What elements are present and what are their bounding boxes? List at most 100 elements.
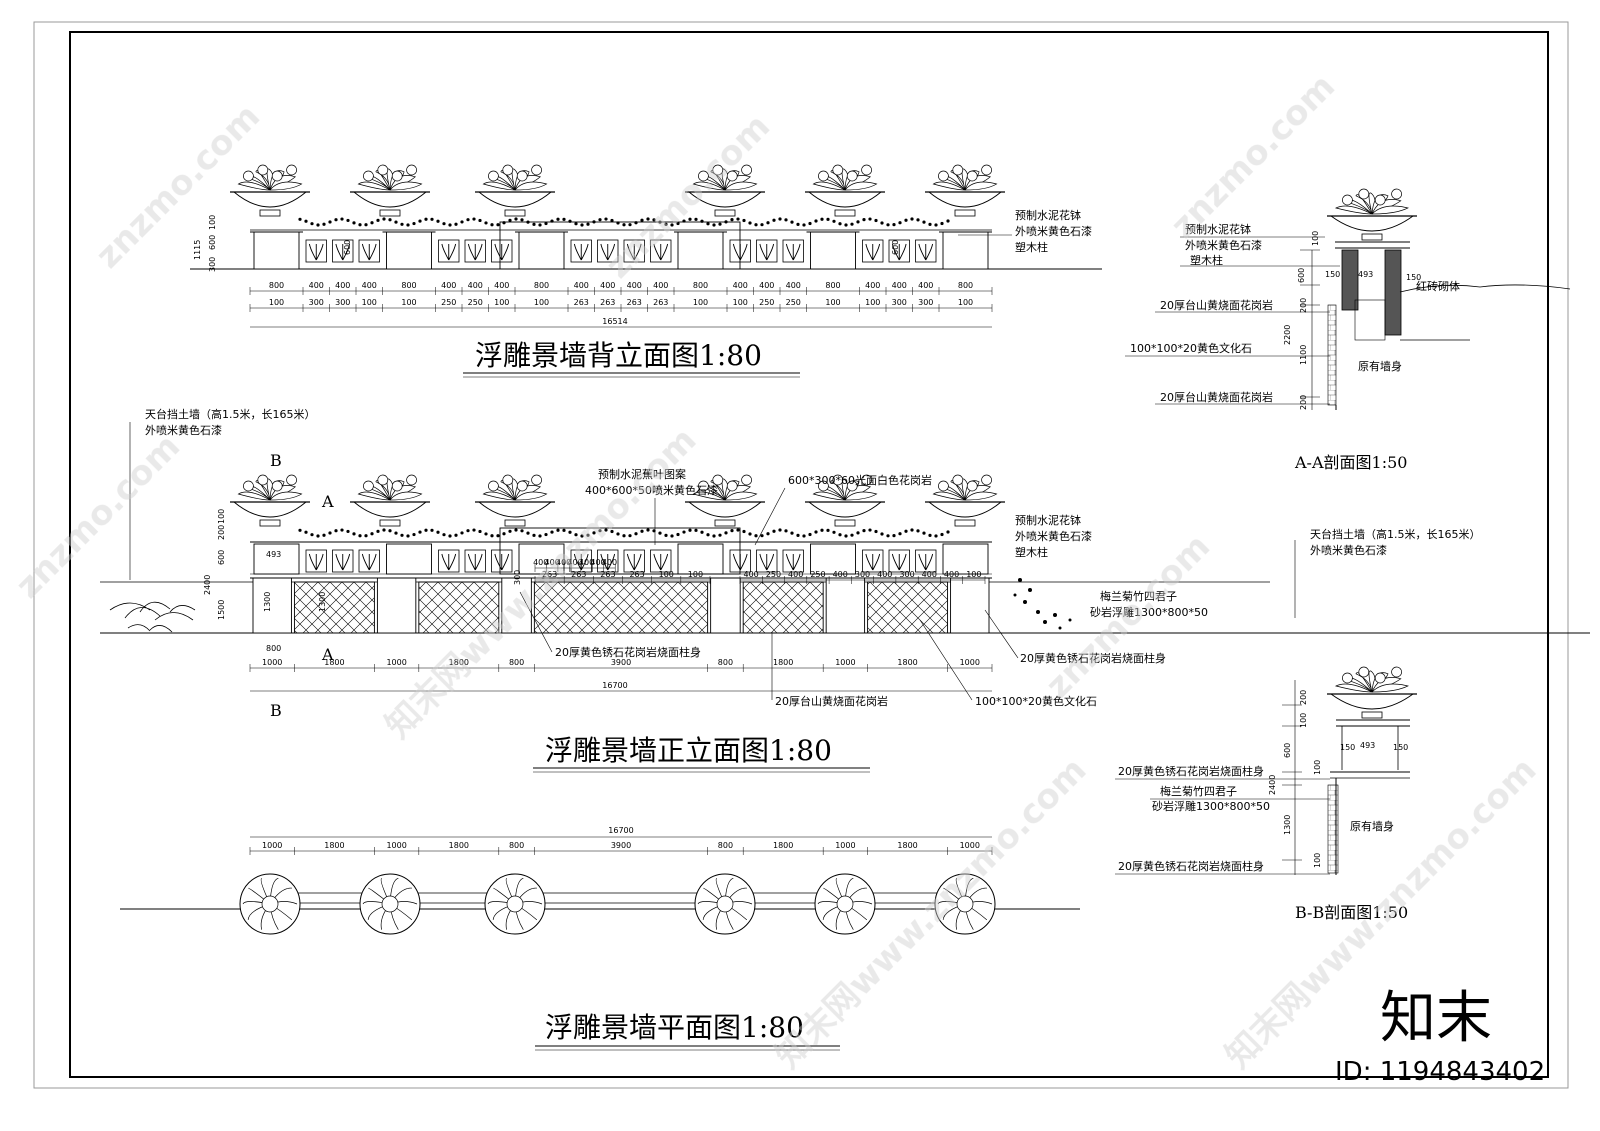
relief-leaf (441, 553, 457, 571)
ivy-leaf (430, 528, 434, 532)
ivy-leaf (484, 532, 488, 536)
ivy-leaf (760, 223, 764, 227)
front-dim-800: 800 (266, 644, 281, 653)
ivy-leaf (388, 218, 392, 222)
relief-leaf (308, 553, 324, 571)
bb-note-3: 砂岩浮雕1300*800*50 (1152, 799, 1270, 813)
ivy-leaf (850, 533, 854, 537)
front-pier (252, 577, 292, 634)
bb-dim-200: 200 (1299, 690, 1308, 705)
ivy-leaf (328, 220, 332, 224)
ivy-leaf (340, 528, 344, 532)
flower-pot (805, 474, 885, 527)
back-dim-bottom-label: 100 (362, 298, 377, 307)
pot-bowl (687, 501, 763, 518)
relief-leaf (467, 553, 483, 571)
front-dim-label: 1000 (960, 658, 980, 667)
ivy-leaf (640, 529, 644, 533)
pot-foot (714, 209, 736, 217)
ivy-leaf (706, 222, 710, 226)
ivy-leaf (928, 533, 932, 537)
front-upper-post (518, 543, 565, 575)
pot-flower (846, 480, 858, 492)
ivy-leaf (316, 223, 320, 227)
flower-pot (475, 164, 555, 217)
back-dim-bottom-label: 250 (468, 298, 483, 307)
pot-flower (488, 170, 499, 182)
back-dim-top-label: 800 (534, 281, 549, 290)
ivy-leaf (730, 529, 734, 533)
ivy-leaf (454, 222, 458, 226)
outer-frame (33, 21, 1569, 1089)
back-dim-top-label: 400 (759, 281, 774, 290)
pot-leaf (692, 181, 726, 191)
ivy-leaf (748, 532, 752, 536)
relief-leaf (891, 553, 907, 571)
relief-leaf (335, 553, 351, 571)
ivy-leaf (712, 534, 716, 538)
front-dim-label: 800 (509, 658, 524, 667)
pot-flower (363, 480, 374, 492)
watermark-site-3: znzmo.com (1163, 66, 1343, 246)
ivy-leaf (502, 221, 506, 225)
ivy-leaf (850, 222, 854, 226)
ivy-leaf (808, 221, 812, 226)
ivy-leaf (610, 529, 614, 534)
flower-pot (1327, 188, 1417, 241)
ivy-leaf (298, 528, 302, 532)
pot-flower (1391, 188, 1402, 200)
back-dim-top-label: 400 (892, 281, 907, 290)
aa-dim-200b: 200 (1299, 395, 1308, 410)
ivy-leaf (862, 529, 866, 533)
back-dim-top-label: 400 (600, 281, 615, 290)
ivy-leaf (820, 528, 824, 532)
ivy-leaf (766, 532, 770, 536)
front-pier (376, 577, 417, 634)
ivy-leaf (370, 221, 374, 225)
ivy-leaf (682, 530, 686, 534)
back-dim-top-label: 400 (574, 281, 589, 290)
aa-note-right-1: 红砖砌体 (1416, 279, 1460, 293)
ivy-leaf (598, 218, 602, 222)
pot-flower (712, 474, 724, 486)
ivy-leaf (526, 531, 530, 535)
back-height-dim-5: 600 (343, 240, 352, 255)
pot-flower (861, 474, 872, 486)
aa-note-5: 100*100*20黄色文化石 (1130, 341, 1252, 355)
back-dim-bottom-label: 300 (309, 298, 324, 307)
pot-bowl (477, 501, 553, 518)
ivy-leaf (424, 217, 428, 221)
bb-dim-2400: 2400 (1268, 775, 1277, 795)
front-dim-small-a-label: 400 (602, 558, 617, 567)
back-dim-top-label: 800 (269, 281, 284, 290)
back-dim-bottom-label: 300 (892, 298, 907, 307)
front-height-2400: 2400 (203, 575, 212, 595)
ivy-leaf (340, 217, 344, 221)
pot-flower (861, 164, 872, 176)
back-dim-top-label: 400 (362, 281, 377, 290)
ivy-leaf (508, 529, 512, 533)
ivy-leaf (550, 530, 554, 534)
ivy-leaf (934, 223, 938, 227)
front-dim-small-a-label: 400 (533, 558, 548, 567)
ivy-leaf (334, 218, 338, 222)
back-dim-top-label: 800 (825, 281, 840, 290)
relief-leaf (494, 553, 510, 571)
front-dim-label: 1000 (386, 658, 406, 667)
front-dim-label: 800 (718, 658, 733, 667)
ivy-leaf (940, 221, 944, 226)
ivy-leaf (634, 532, 638, 536)
ivy-leaf (646, 528, 650, 532)
front-pier (825, 577, 866, 634)
plan-pot-core (956, 895, 974, 913)
ivy-leaf (406, 534, 410, 538)
front-center-note-1: 预制水泥蕉叶图案 (598, 467, 686, 481)
ivy-leaf (748, 221, 752, 225)
front-upper-post (942, 543, 989, 575)
relief-leaf (626, 553, 642, 571)
ivy-leaf (898, 532, 902, 536)
ivy-leaf (370, 532, 374, 536)
ivy-leaf (658, 531, 662, 535)
plan-dim-label: 1000 (960, 841, 980, 850)
ivy-leaf (592, 220, 596, 224)
